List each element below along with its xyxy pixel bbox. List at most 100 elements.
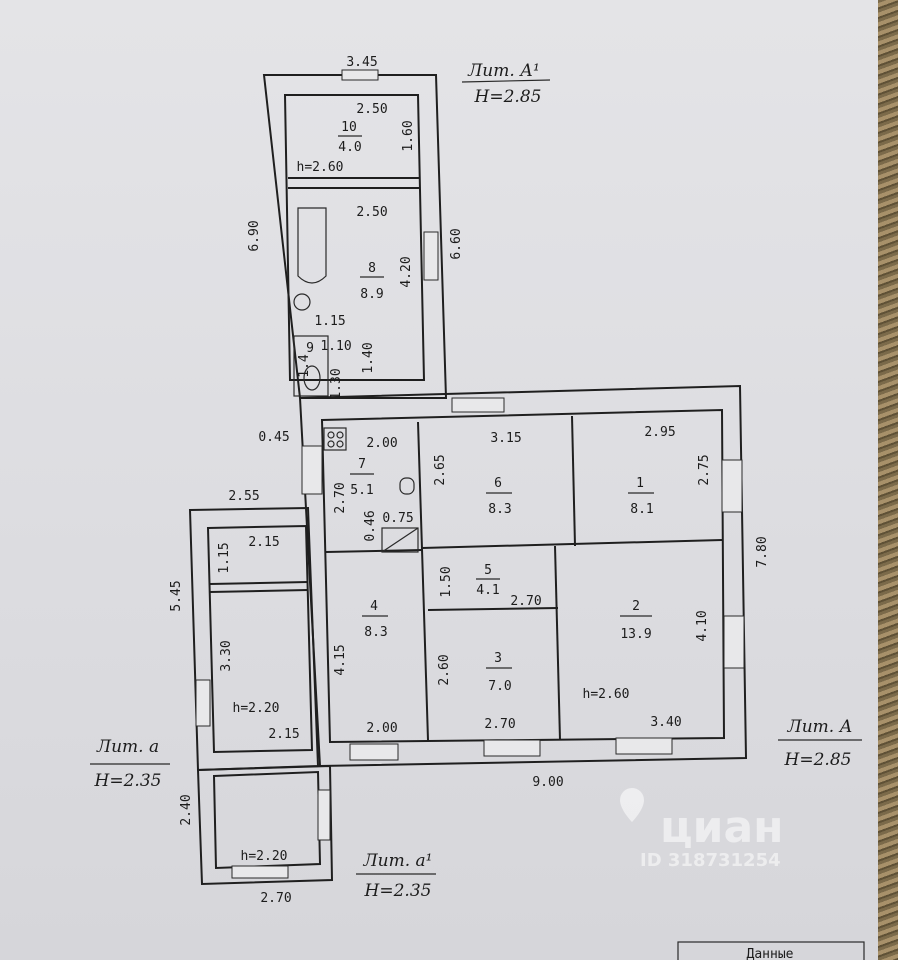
window: [341, 69, 379, 81]
dim-3-15: 3.15: [490, 431, 521, 446]
map-pin-icon: [620, 788, 644, 822]
height-annex-a1-small: h=2.20: [241, 849, 288, 864]
room-4-number: 4: [370, 599, 378, 614]
annex-a1-small-inner-wall: [212, 770, 322, 870]
dim-2-50: 2.50: [356, 205, 387, 220]
dim-3-45: 3.45: [346, 55, 377, 70]
stamp-text: Данные: [747, 947, 794, 960]
walls: [188, 74, 748, 886]
room-10-number: 10: [341, 120, 357, 135]
dim-2-00-top: 2.00: [366, 436, 397, 451]
dim-4-10: 4.10: [695, 610, 710, 641]
fixtures: [293, 207, 415, 495]
wall-annex-a-top: [209, 581, 309, 585]
annex-a-inner-wall: [206, 524, 314, 754]
litera-a-small-height: Н=2.35: [94, 771, 162, 791]
room-8-number: 8: [368, 261, 376, 276]
room-6-number: 6: [494, 476, 502, 491]
dim-9-00: 9.00: [532, 775, 563, 790]
room-9-number: 9: [306, 341, 314, 356]
dim-4-15: 4.15: [333, 644, 348, 675]
room-1-number: 1: [636, 476, 644, 491]
window: [721, 459, 743, 513]
dim-3-30: 3.30: [219, 640, 234, 671]
room-9-area: 1.4: [297, 354, 312, 378]
dim-2-95: 2.95: [644, 425, 675, 440]
room-5-area: 4.1: [476, 583, 499, 598]
room-4-area: 8.3: [364, 625, 387, 640]
window: [231, 865, 289, 879]
watermark-brand: циан: [660, 802, 784, 853]
window: [483, 739, 541, 757]
house-a-inner-wall: [320, 408, 726, 744]
height-annex-a: h=2.20: [233, 701, 280, 716]
annex-a1-inner-wall: [283, 94, 426, 381]
room-7-area: 5.1: [350, 483, 373, 498]
wall-6-1: [571, 415, 576, 547]
dim-2-50-top: 2.50: [356, 102, 387, 117]
windows: [195, 69, 745, 879]
window: [423, 231, 439, 281]
room-labels: 10 4.0 8 8.9 9 1.4 7 5.1 6 8.3 1 8.1 5 4…: [297, 120, 654, 694]
bathtub-icon: [297, 207, 327, 284]
dim-2-70-bottom: 2.70: [260, 891, 291, 906]
stove-burner-icon: [336, 431, 344, 439]
stair-box: [381, 527, 419, 553]
room-3-number: 3: [494, 651, 502, 666]
stove-burner-icon: [327, 440, 335, 448]
dim-2-40: 2.40: [179, 794, 194, 825]
stove-burner-icon: [327, 431, 335, 439]
window: [301, 445, 323, 495]
window: [451, 397, 505, 413]
wall-6-5: [421, 539, 723, 549]
window: [723, 615, 745, 669]
dim-6-60: 6.60: [449, 228, 464, 259]
litera-a1-small-height: Н=2.35: [364, 881, 432, 901]
litera-a1-title: Лит. А¹: [467, 61, 540, 81]
dim-0-46: 0.46: [363, 510, 378, 541]
litera-a-small-title: Лит. а: [96, 737, 159, 757]
room-6-area: 8.3: [488, 502, 511, 517]
dim-1-15: 1.15: [314, 314, 345, 329]
dim-0-75: 0.75: [382, 511, 413, 526]
wall-3-2: [554, 545, 561, 741]
dim-2-70-room-3: 2.70: [484, 717, 515, 732]
room-2-area: 13.9: [620, 627, 651, 642]
window: [195, 679, 211, 727]
dim-3-40: 3.40: [650, 715, 681, 730]
dim-1-40: 1.40: [361, 342, 376, 373]
room-7-number: 7: [358, 457, 366, 472]
dim-1-50: 1.50: [439, 566, 454, 597]
dim-2-75: 2.75: [697, 454, 712, 485]
dim-2-60: 2.60: [437, 654, 452, 685]
wall-annex-a-top-b: [209, 589, 309, 593]
dim-1-60: 1.60: [401, 120, 416, 151]
wall-7-6: [417, 421, 429, 741]
room-2-number: 2: [632, 599, 640, 614]
room-1-area: 8.1: [630, 502, 653, 517]
litera-labels: Лит. А¹ Н=2.85 Лит. А Н=2.85 Лит. а Н=2.…: [90, 61, 862, 901]
height-room-10: h=2.60: [297, 160, 344, 175]
dim-1-15-vertical: 1.15: [217, 542, 232, 573]
litera-a-height: Н=2.85: [784, 750, 852, 770]
dim-1-10: 1.10: [320, 339, 351, 354]
stair-line: [381, 527, 419, 553]
dim-2-70-room-5: 2.70: [510, 594, 541, 609]
room-5-number: 5: [484, 563, 492, 578]
dim-2-00-bottom: 2.00: [366, 721, 397, 736]
dim-2-15-bottom: 2.15: [268, 727, 299, 742]
room-10-area: 4.0: [338, 140, 361, 155]
watermark-id: ID 318731254: [640, 850, 781, 871]
dim-4-20: 4.20: [399, 256, 414, 287]
wall-5-3: [427, 607, 559, 611]
litera-a1-small-title: Лит. а¹: [362, 851, 432, 871]
dimensions: 3.45 2.50 1.60 h=2.60 2.50 6.90 6.60 4.2…: [169, 55, 770, 906]
cian-watermark: циан ID 318731254: [620, 788, 784, 871]
litera-line: [461, 79, 551, 83]
dim-2-15-top: 2.15: [248, 535, 279, 550]
dim-6-90: 6.90: [247, 220, 262, 251]
stove-icon: [323, 427, 347, 451]
window: [615, 737, 673, 755]
